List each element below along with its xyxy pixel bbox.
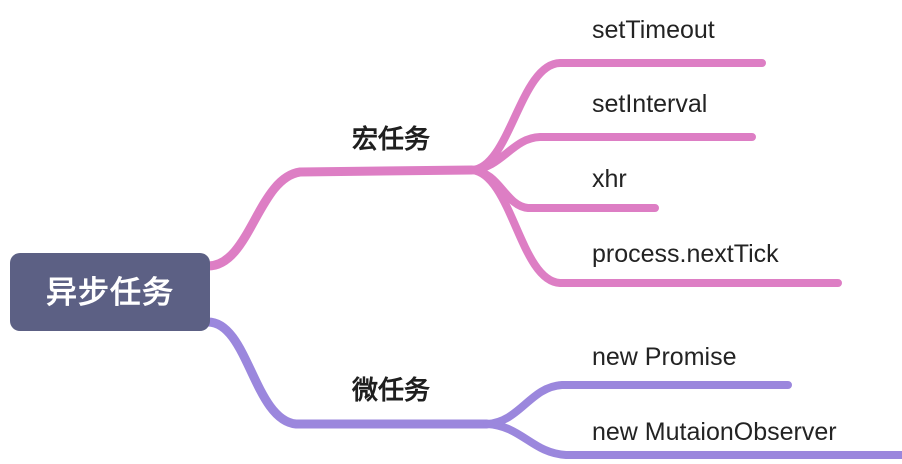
leaf-label-xhr[interactable]: xhr <box>592 165 627 193</box>
leaf-label-processnexttick[interactable]: process.nextTick <box>592 240 779 268</box>
branch-leaf-newmutationobserver <box>483 420 902 459</box>
branch-trunk-micro <box>203 317 492 429</box>
branch-label-macro[interactable]: 宏任务 <box>352 124 431 154</box>
leaf-label-newmutationobserver[interactable]: new MutaionObserver <box>592 418 837 446</box>
root-node-label: 异步任务 <box>46 274 174 310</box>
branch-trunk-macro <box>203 165 477 271</box>
leaf-label-settimeout[interactable]: setTimeout <box>592 16 715 44</box>
leaf-label-newpromise[interactable]: new Promise <box>592 343 737 371</box>
branch-label-micro[interactable]: 微任务 <box>352 375 431 405</box>
leaf-label-setinterval[interactable]: setInterval <box>592 90 708 118</box>
branch-leaf-processnexttick <box>468 166 842 287</box>
root-node[interactable]: 异步任务 <box>10 253 210 331</box>
